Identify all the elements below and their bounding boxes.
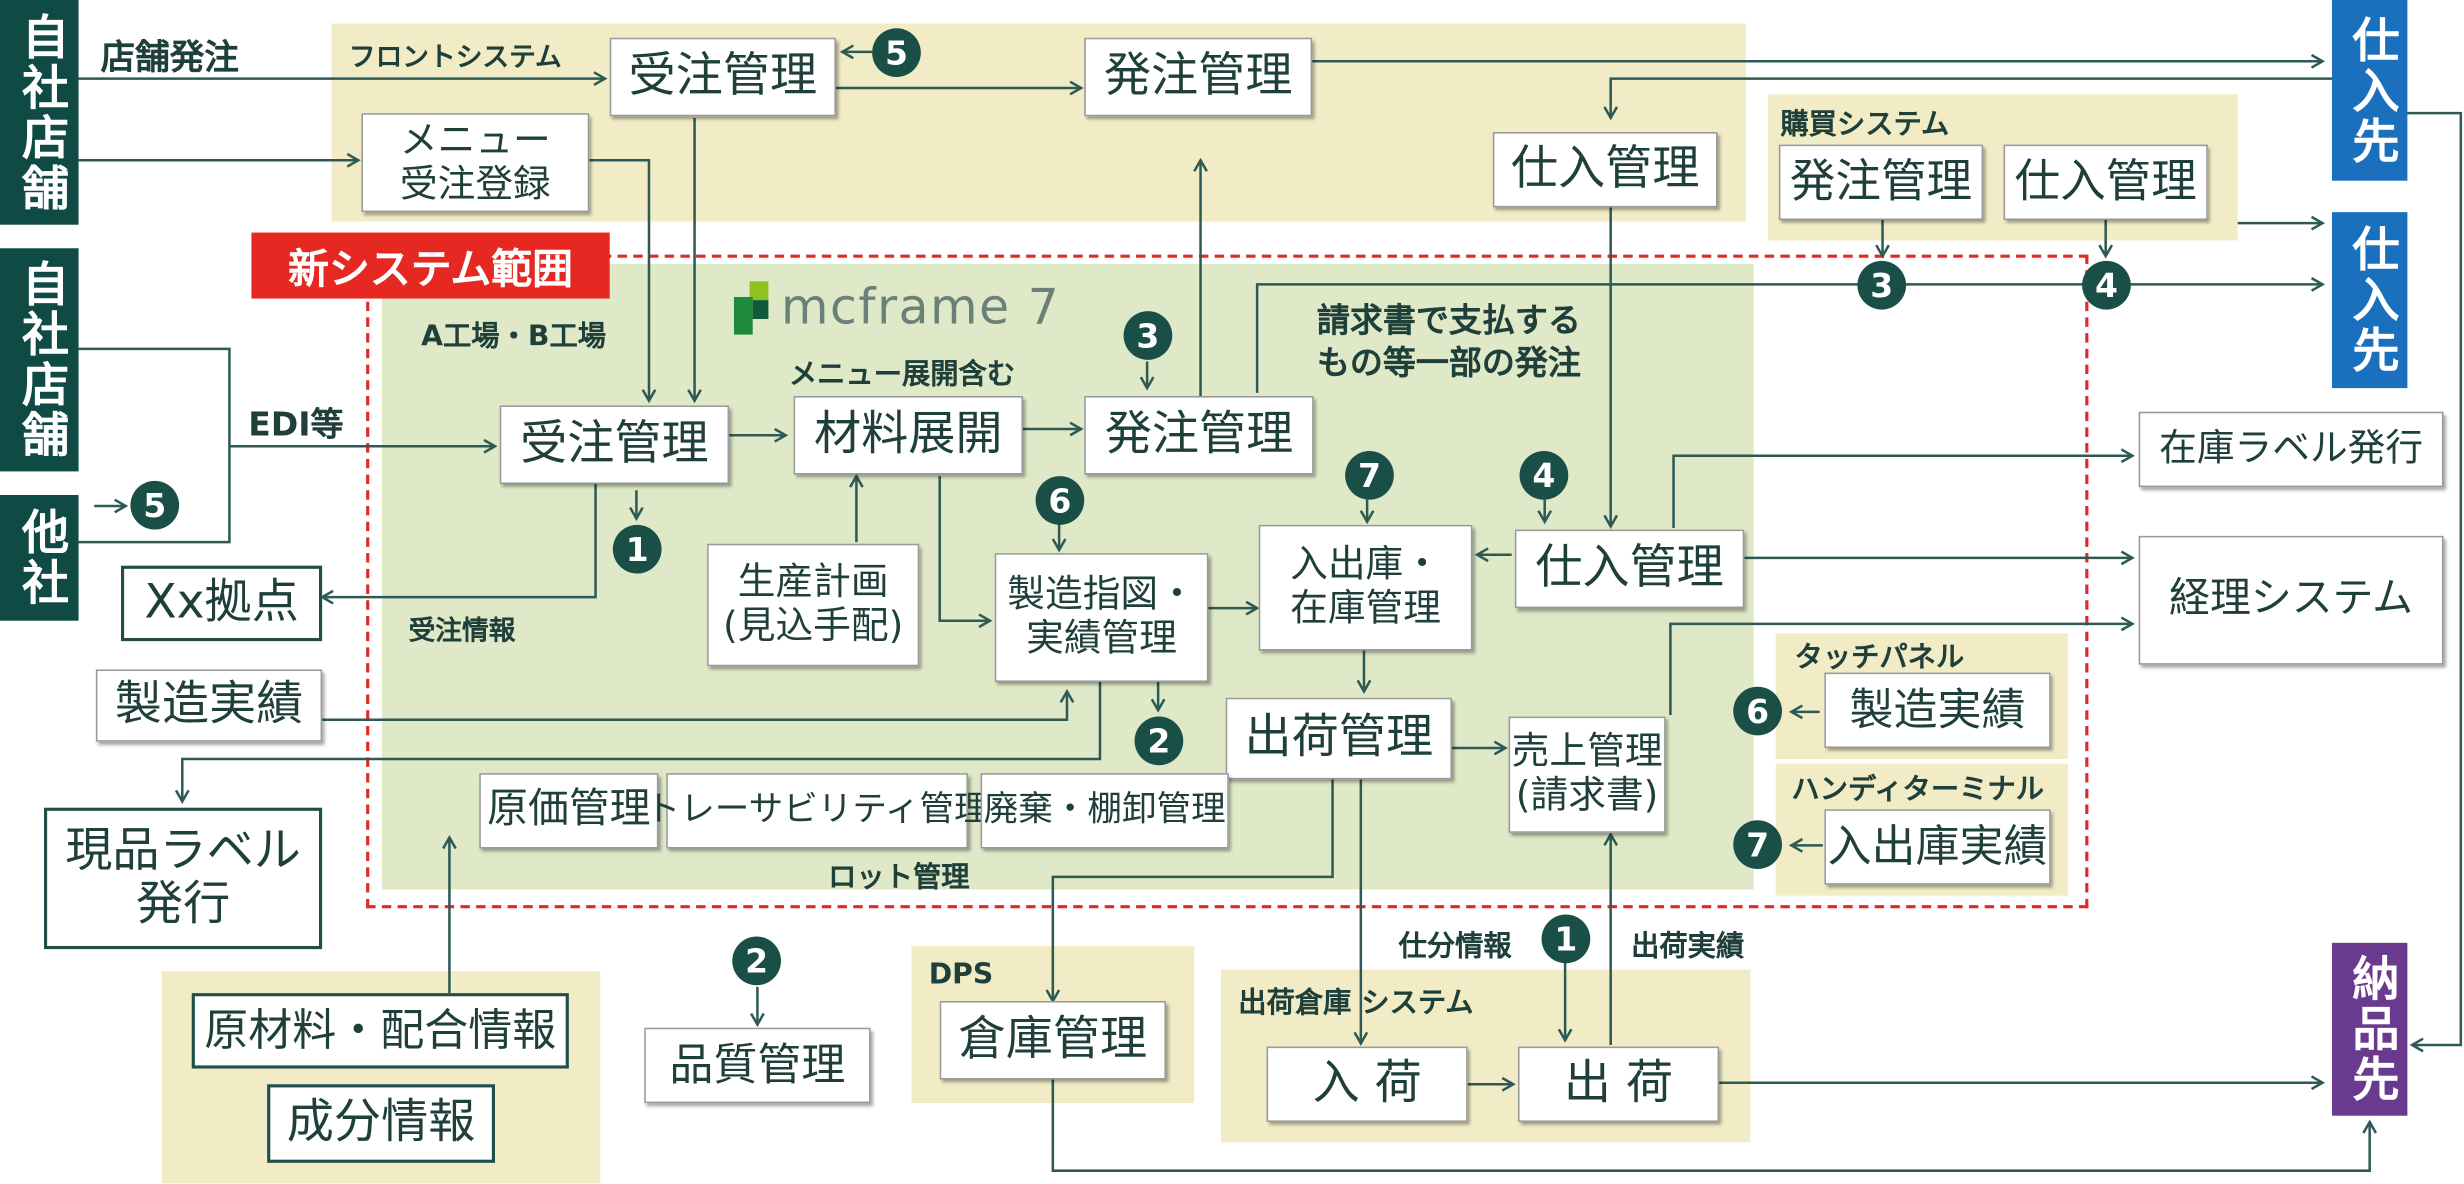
front-menu-order-entry: メニュー 受注登録: [361, 113, 590, 213]
front-order-management: 受注管理: [609, 37, 836, 117]
touch-panel-manufacturing-results: 製造実績: [1824, 672, 2051, 748]
delivery-destination: 納品先: [2331, 942, 2408, 1116]
order-info-label: 受注情報: [408, 615, 516, 648]
badge-1-sorting: 1: [1541, 914, 1591, 964]
mcframe-logo: mcframe 7: [733, 279, 1061, 337]
inventory-management: 入出庫・ 在庫管理: [1258, 524, 1473, 651]
factory-title: A工場・B工場: [421, 320, 607, 354]
production-planning: 生産計画 (見込手配): [707, 543, 920, 667]
badge-1-order: 1: [612, 524, 662, 574]
raw-material-info: 原材料・配合情報: [191, 993, 569, 1069]
badge-3-purchase: 3: [1857, 260, 1907, 310]
mcframe-logo-text: mcframe 7: [780, 279, 1061, 337]
menu-expansion-label: メニュー展開含む: [788, 358, 1016, 392]
supplier-1: 仕入先: [2331, 0, 2408, 181]
other-company: 他社: [0, 494, 79, 621]
top-purchase-management: 仕入管理: [1492, 131, 1718, 208]
sales-management: 売上管理 (請求書): [1508, 716, 1666, 833]
invoice-note-line-1: 請求書で支払する: [1316, 301, 1581, 340]
quality-management: 品質管理: [644, 1027, 871, 1104]
order-management: 受注管理: [499, 405, 730, 484]
own-store-1: 自社店舗: [0, 0, 79, 225]
purchase-system-order-management: 発注管理: [1778, 144, 1984, 220]
badge-4-shiire: 4: [1519, 450, 1569, 500]
badge-2-quality: 2: [732, 936, 781, 986]
badge-5-front: 5: [872, 28, 921, 77]
shipping-results-label: 出荷実績: [1631, 930, 1745, 964]
front-system-title: フロントシステム: [348, 42, 562, 74]
badge-7-handy: 7: [1733, 820, 1782, 869]
invoice-note-line-2: もの等一部の発注: [1316, 344, 1581, 382]
accounting-system: 経理システム: [2138, 535, 2444, 665]
external-manufacturing-results: 製造実績: [95, 669, 323, 742]
sorting-info-label: 仕分情報: [1398, 930, 1512, 964]
badge-6-manufacturing: 6: [1035, 476, 1085, 525]
shipping: 出 荷: [1517, 1046, 1720, 1122]
cost-management: 原価管理: [479, 773, 659, 849]
badge-6-touch: 6: [1733, 686, 1782, 736]
purchase-system-purchase-management: 仕入管理: [2003, 144, 2208, 220]
manufacturing-instructions: 製造指図・ 実績管理: [994, 553, 1209, 682]
mcframe-logo-mark: [733, 281, 769, 335]
warehouse-management: 倉庫管理: [939, 1000, 1166, 1080]
traceability-management: トレーサビリティ管理: [646, 773, 989, 849]
badge-4-purchase: 4: [2082, 260, 2131, 310]
xx-site: Xx拠点: [120, 565, 323, 642]
supplier-2: 仕入先: [2331, 212, 2408, 389]
lot-management-label: ロット管理: [828, 861, 970, 895]
edi-label: EDI等: [248, 405, 344, 444]
purchase-management: 仕入管理: [1514, 529, 1745, 609]
own-store-2: 自社店舗: [0, 248, 79, 472]
store-order-label: 店舗発注: [100, 39, 239, 79]
new-system-scope-border: [366, 254, 2089, 909]
dps-title: DPS: [928, 958, 994, 992]
badge-3-order: 3: [1123, 311, 1173, 360]
badge-5-other: 5: [130, 480, 180, 530]
receiving: 入 荷: [1266, 1046, 1468, 1122]
order-placement-management: 発注管理: [1084, 395, 1314, 475]
disposal-inventory-management: 廃棄・棚卸管理: [980, 773, 1229, 849]
new-system-scope-label: 新システム範囲: [251, 232, 610, 299]
shipping-warehouse-title: 出荷倉庫 システム: [1238, 986, 1474, 1020]
badge-7-inout: 7: [1345, 450, 1394, 500]
shipping-management: 出荷管理: [1225, 697, 1452, 780]
inventory-label-issue: 在庫ラベル発行: [2138, 411, 2444, 488]
touch-panel-title: タッチパネル: [1794, 641, 1965, 675]
badge-2-manufacturing: 2: [1134, 716, 1184, 766]
front-purchase-order-management: 発注管理: [1084, 37, 1313, 117]
material-expansion: 材料展開: [793, 395, 1023, 475]
purchase-system-title: 購買システム: [1780, 108, 1950, 142]
item-label-issue: 現品ラベル 発行: [43, 807, 323, 950]
ingredient-info: 成分情報: [267, 1084, 495, 1163]
handy-inout-results: 入出庫実績: [1824, 809, 2051, 885]
handy-terminal-title: ハンディターミナル: [1791, 773, 2044, 807]
